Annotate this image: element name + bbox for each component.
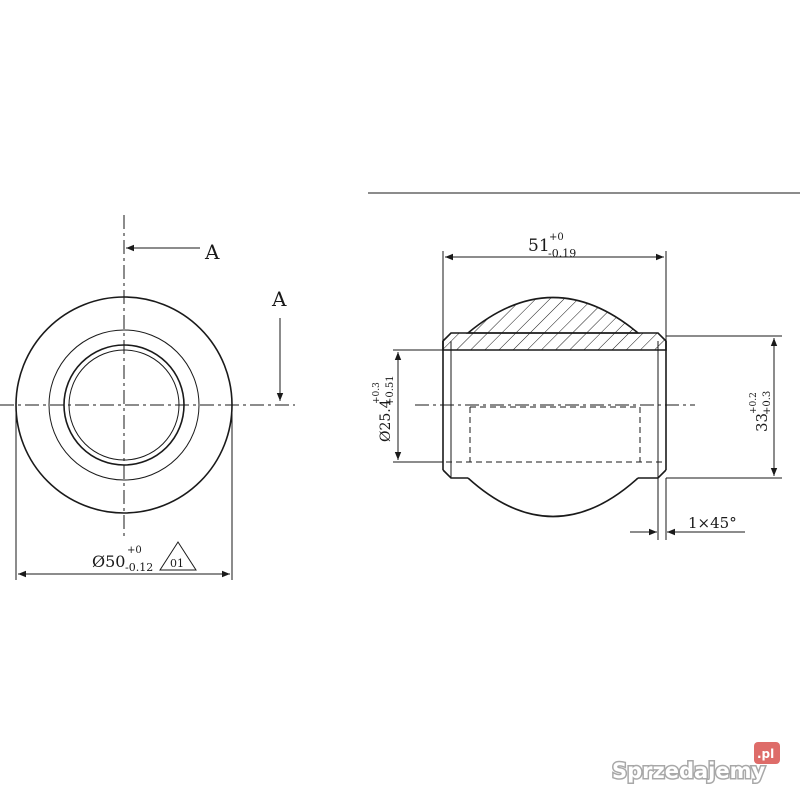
watermark-badge	[754, 742, 780, 764]
note-triangle-text: 01	[170, 557, 184, 570]
od-tolerance-upper: +0	[127, 545, 142, 556]
upper-wall-hatched	[442, 332, 667, 351]
bore-tolerance-upper: +0.3	[372, 382, 382, 404]
outer-circle	[15, 296, 233, 514]
height-tolerance-lower: +0.3	[762, 391, 773, 415]
watermark-tld: .pl	[757, 747, 774, 761]
ball-top-hatched	[465, 296, 641, 334]
section-label-top: A	[204, 240, 220, 264]
width-tolerance-lower: -0.19	[548, 247, 576, 260]
bore-dimension-label: Ø25.4 +0.3 +0.51	[372, 375, 396, 442]
width-dimension-text: 51	[528, 236, 550, 256]
note-triangle	[159, 541, 197, 571]
height-tolerance-upper: +0.2	[749, 392, 759, 414]
od-tolerance-lower: -0.12	[125, 561, 153, 574]
chamfer-bottom-left	[442, 469, 468, 479]
width-tolerance-upper: +0	[549, 232, 564, 243]
height-dimension-label: 33 +0.2 +0.3	[749, 391, 773, 432]
end-view: A A Ø50 +0 -0.12 01	[0, 215, 295, 580]
ball-bottom	[467, 477, 639, 518]
watermark: Sprzedajemy .pl	[611, 742, 780, 785]
bore-tolerance-lower: +0.51	[385, 375, 396, 406]
section-label-side: A	[271, 287, 287, 311]
bore-dimension-text: Ø25.4	[378, 399, 394, 442]
section-view: 51 +0 -0.19 Ø25.4 +0.3 +0.51 33 +0.2 +0.…	[368, 192, 800, 540]
ball-circle	[48, 329, 200, 481]
chamfer-bottom-right	[638, 469, 667, 479]
height-dimension-text: 33	[753, 413, 771, 432]
watermark-brand: Sprzedajemy	[612, 759, 766, 783]
chamfer-text: 1×45°	[688, 514, 737, 532]
od-dimension-text: Ø50	[92, 552, 125, 571]
